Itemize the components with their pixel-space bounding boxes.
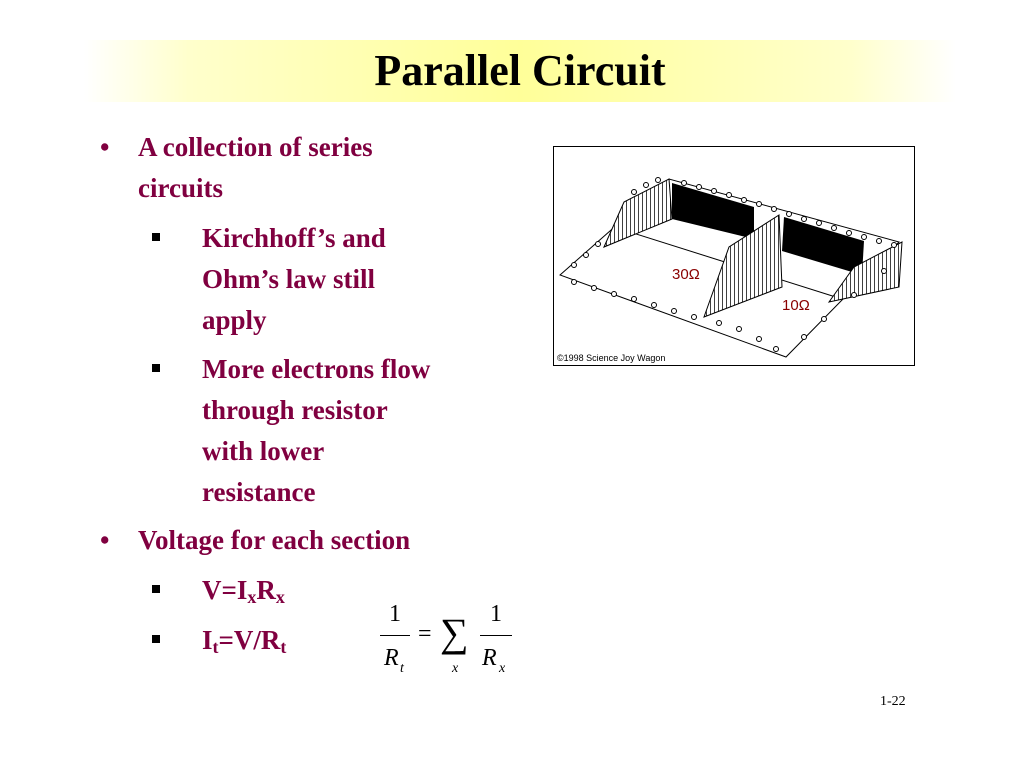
page-number: 1-22	[880, 694, 906, 709]
sub-bullet-2-line-4: resistance	[202, 477, 316, 507]
formula-den-right: R	[482, 645, 497, 671]
square-bullet-icon	[152, 620, 160, 660]
resistor-30-label: 30Ω	[672, 266, 700, 283]
square-bullet-icon	[152, 218, 160, 258]
formula-equals: =	[418, 621, 432, 647]
bullet-1-line-1: A collection of series	[138, 132, 373, 162]
formula-num-left: 1	[389, 601, 401, 627]
sub-bullet-1-line-3: apply	[202, 305, 267, 335]
parallel-resistance-formula: 1 R t = ∑ x 1 R x	[372, 597, 522, 687]
title-band: Parallel Circuit	[84, 40, 956, 102]
resistor-10-label: 10Ω	[782, 297, 810, 314]
formula-den-left: R	[384, 645, 399, 671]
fraction-bar-right	[480, 635, 512, 636]
summation-icon: ∑	[440, 610, 469, 655]
square-bullet-icon	[152, 349, 160, 389]
slide-title: Parallel Circuit	[374, 46, 666, 95]
sub-bullet-1-line-2: Ohm’s law still	[202, 264, 376, 294]
fraction-bar-left	[380, 635, 410, 636]
image-copyright: ©1998 Science Joy Wagon	[557, 353, 666, 363]
bullet-1-line-2: circuits	[138, 173, 223, 203]
bullet-2-line-1: Voltage for each section	[138, 525, 411, 555]
electron-dots	[571, 177, 897, 352]
sub-bullet-2-line-1: More electrons flow	[202, 354, 431, 384]
formula-den-left-sub: t	[400, 661, 404, 676]
sub-bullet-4-text: It=V/Rt	[202, 625, 287, 657]
circuit-illustration: 30Ω 10Ω ©1998 Science Joy Wagon	[553, 146, 915, 366]
sub-bullet-1-line-1: Kirchhoff’s and	[202, 223, 386, 253]
formula-den-right-sub: x	[499, 661, 506, 676]
parallel-circuit-drawing: 30Ω 10Ω	[559, 177, 903, 358]
bullet-marker: •	[100, 132, 110, 162]
resistor-10-block	[782, 217, 864, 275]
square-bullet-icon	[152, 570, 160, 610]
sub-bullet-3-text: V=IxRx	[202, 575, 285, 607]
bullet-marker: •	[100, 525, 110, 555]
sub-bullet-2-line-2: through resistor	[202, 395, 388, 425]
sub-bullet-2-line-3: with lower	[202, 436, 325, 466]
formula-sum-sub: x	[452, 661, 459, 676]
formula-num-right: 1	[490, 601, 502, 627]
resistor-30-block	[672, 183, 754, 239]
